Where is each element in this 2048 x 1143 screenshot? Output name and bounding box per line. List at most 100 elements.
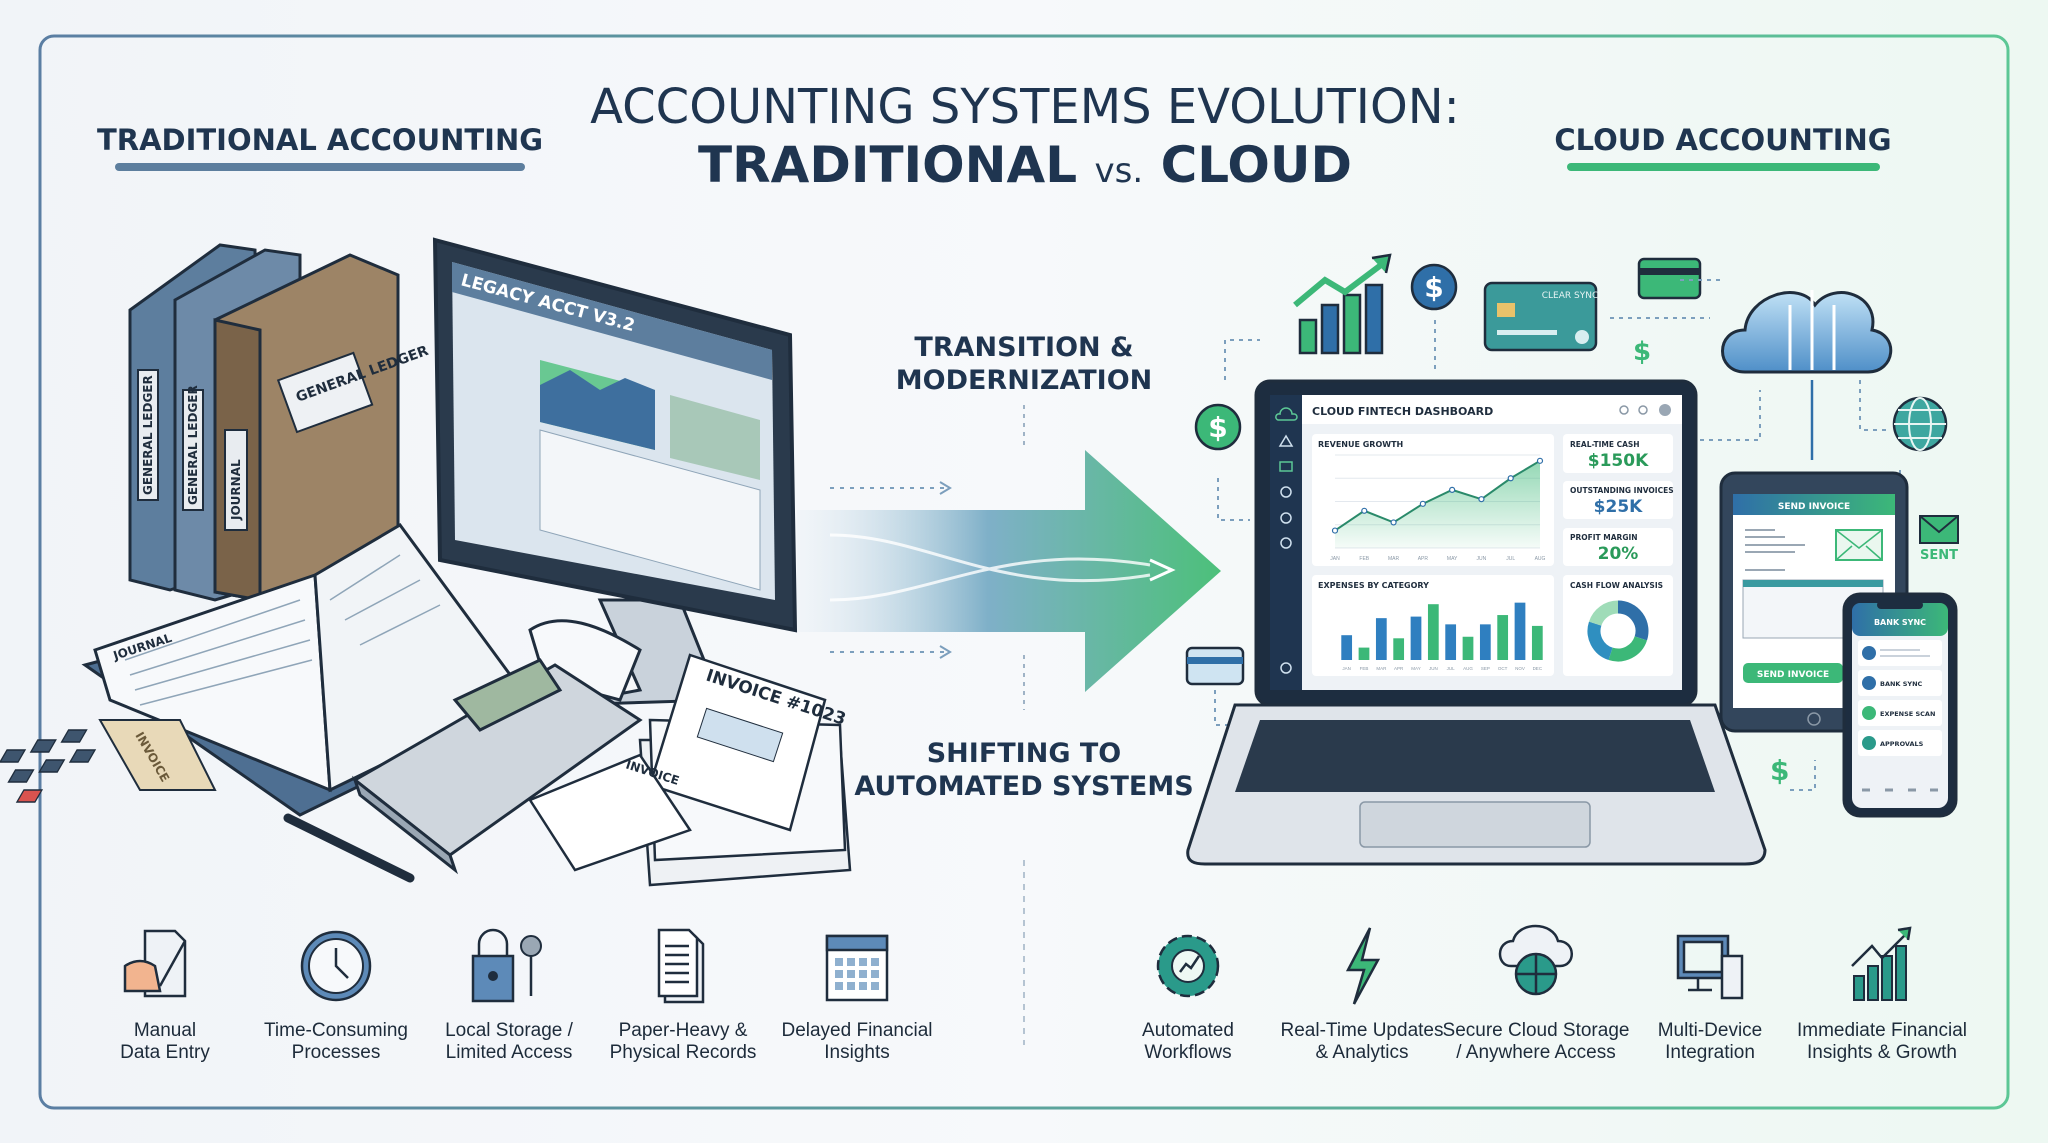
expense-bar xyxy=(1514,602,1526,660)
invoice-stack xyxy=(528,653,852,887)
dollar-sign-icon: $ xyxy=(1633,337,1651,367)
expense-bar xyxy=(1358,647,1370,660)
expense-month-label: APR xyxy=(1394,666,1404,671)
donut-slice xyxy=(1608,635,1648,662)
expense-month-label: MAY xyxy=(1411,666,1420,671)
feature-label-line2: Insights xyxy=(824,1042,889,1063)
growth-chart-icon xyxy=(1851,926,1912,1001)
expense-month-label: NOV xyxy=(1515,666,1525,671)
title-vs: vs. xyxy=(1094,151,1143,191)
phone-header: BANK SYNC xyxy=(1874,618,1926,627)
revenue-month-label: FEB xyxy=(1359,556,1369,562)
feature-label-line2: / Anywhere Access xyxy=(1456,1042,1615,1063)
gear-icon xyxy=(1156,934,1220,998)
book-spine-1: GENERAL LEDGER xyxy=(141,375,155,495)
expense-month-label: SEP xyxy=(1481,666,1490,671)
revenue-line xyxy=(1334,459,1541,532)
feature-label-line1: Paper-Heavy & xyxy=(619,1020,748,1041)
shifting-line2: AUTOMATED SYSTEMS xyxy=(854,771,1193,802)
revenue-month-label: MAR xyxy=(1388,556,1400,562)
revenue-month-label: MAY xyxy=(1447,556,1458,562)
kpi-margin-value: 20% xyxy=(1598,544,1639,564)
kpi-margin-label: PROFIT MARGIN xyxy=(1570,533,1638,542)
title-cloud: CLOUD xyxy=(1161,136,1352,194)
calculator-icon xyxy=(0,619,643,875)
revenue-point xyxy=(1331,527,1339,534)
expense-bar xyxy=(1479,624,1491,660)
phone-item-expense-scan[interactable]: EXPENSE SCAN xyxy=(1880,710,1935,718)
send-invoice-button[interactable]: SEND INVOICE xyxy=(1757,670,1829,680)
expense-bar xyxy=(1531,625,1543,660)
book-spine-2: GENERAL LEDGER xyxy=(186,385,200,505)
phone-item-bank-sync[interactable]: BANK SYNC xyxy=(1880,680,1923,688)
feature-label-line2: Integration xyxy=(1665,1042,1755,1063)
revenue-title: REVENUE GROWTH xyxy=(1318,440,1403,449)
dashboard-sidebar-icons[interactable] xyxy=(1275,407,1298,674)
expense-bar xyxy=(1341,635,1353,660)
revenue-point xyxy=(1390,519,1397,526)
revenue-point xyxy=(1536,457,1544,464)
cloud-globe-icon xyxy=(1498,924,1573,996)
donut-slice xyxy=(1587,621,1614,661)
ledger-books xyxy=(128,243,400,602)
expense-bar xyxy=(1497,615,1509,660)
expense-month-label: MAR xyxy=(1376,666,1387,671)
dashboard-title: CLOUD FINTECH DASHBOARD xyxy=(1312,405,1493,418)
header-traditional: TRADITIONAL ACCOUNTING xyxy=(97,123,543,157)
feature-item: Real-Time Updates& Analytics xyxy=(1281,927,1444,1063)
donut-slice xyxy=(1588,600,1619,627)
cashflow-donut xyxy=(1587,600,1649,662)
transition-arrow xyxy=(797,450,1221,692)
svg-text:$: $ xyxy=(1424,271,1443,304)
transition-line1: TRANSITION & xyxy=(914,332,1133,363)
revenue-month-label: APR xyxy=(1418,556,1429,562)
revenue-point xyxy=(1361,507,1368,514)
documents-icon xyxy=(657,928,705,1004)
feature-label-line2: Workflows xyxy=(1144,1042,1231,1063)
cashflow-card xyxy=(1563,575,1673,676)
revenue-point xyxy=(1507,475,1514,482)
transition-line2: MODERNIZATION xyxy=(896,365,1153,396)
expense-month-label: AUG xyxy=(1463,666,1473,671)
card-left-icon xyxy=(1185,646,1245,686)
feature-label-line1: Local Storage / xyxy=(445,1020,574,1041)
growth-chart-float-icon xyxy=(1293,253,1392,355)
expense-bar xyxy=(1462,636,1474,660)
title-traditional: TRADITIONAL xyxy=(698,136,1077,194)
expense-month-label: JUN xyxy=(1429,666,1438,671)
expense-bar xyxy=(1427,604,1439,660)
donut-slice xyxy=(1617,600,1649,641)
feature-label-line2: Data Entry xyxy=(120,1042,210,1063)
credit-card-text: CLEAR SYNC xyxy=(1542,291,1598,301)
header-underline-right xyxy=(1567,163,1880,171)
header-underline-left xyxy=(115,163,525,171)
revenue-point xyxy=(1449,486,1456,493)
kpi-invoices-label: OUTSTANDING INVOICES xyxy=(1570,486,1674,495)
expense-month-label: DEC xyxy=(1533,666,1543,671)
credit-card-icon xyxy=(1483,281,1598,352)
feature-label-line1: Immediate Financial xyxy=(1797,1020,1967,1041)
phone-item-approvals[interactable]: APPROVALS xyxy=(1880,740,1924,748)
dashboard-header-icons[interactable] xyxy=(1619,404,1671,416)
kpi-invoices-value: $25K xyxy=(1594,497,1643,517)
feature-item: Secure Cloud Storage/ Anywhere Access xyxy=(1443,924,1629,1063)
connector-lines xyxy=(1214,279,1901,791)
pen-icon xyxy=(283,813,415,883)
dollar-left-icon: $ xyxy=(1194,403,1242,451)
legacy-monitor xyxy=(432,237,798,707)
expense-bar xyxy=(1445,624,1457,660)
title-line1: ACCOUNTING SYSTEMS EVOLUTION: xyxy=(590,79,1460,135)
revenue-month-label: JUL xyxy=(1506,556,1515,562)
revenue-area xyxy=(1335,460,1540,548)
lock-key-icon xyxy=(471,928,542,1003)
feature-label-line1: Real-Time Updates xyxy=(1281,1020,1444,1041)
expense-bar xyxy=(1393,638,1405,660)
expenses-title: EXPENSES BY CATEGORY xyxy=(1318,581,1429,590)
